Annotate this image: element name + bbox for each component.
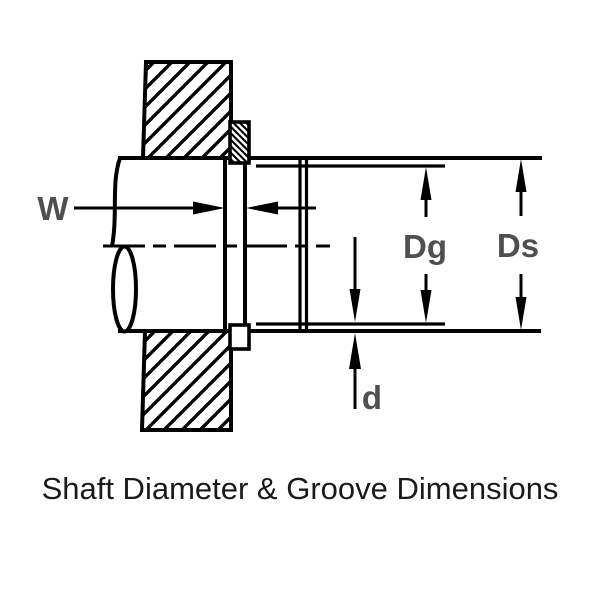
d-dim-arrow-up [349, 333, 361, 409]
housing-upper-block [140, 60, 233, 160]
housing-lower-block [139, 329, 233, 432]
ds-dim-arrow-bottom [515, 274, 527, 330]
w-dim-arrow-right [246, 201, 316, 215]
retaining-ring-cross-section [228, 120, 251, 165]
retaining-ring-lug [228, 323, 251, 351]
shaft-break-curve [110, 157, 122, 247]
w-dim-label: W [37, 190, 69, 227]
ds-dim-arrow-top [515, 159, 527, 216]
dg-dim-label: Dg [403, 228, 447, 265]
shaft-break-ellipse [111, 244, 138, 334]
ds-dim-label: Ds [497, 227, 539, 264]
w-dim-arrow-left [74, 201, 225, 215]
dg-dim-arrow-top [420, 167, 432, 217]
d-dim-arrow-down [349, 237, 361, 322]
dg-dim-arrow-bottom [420, 274, 432, 323]
d-dim-label: d [362, 379, 382, 416]
diagram-caption: Shaft Diameter & Groove Dimensions [42, 471, 559, 506]
